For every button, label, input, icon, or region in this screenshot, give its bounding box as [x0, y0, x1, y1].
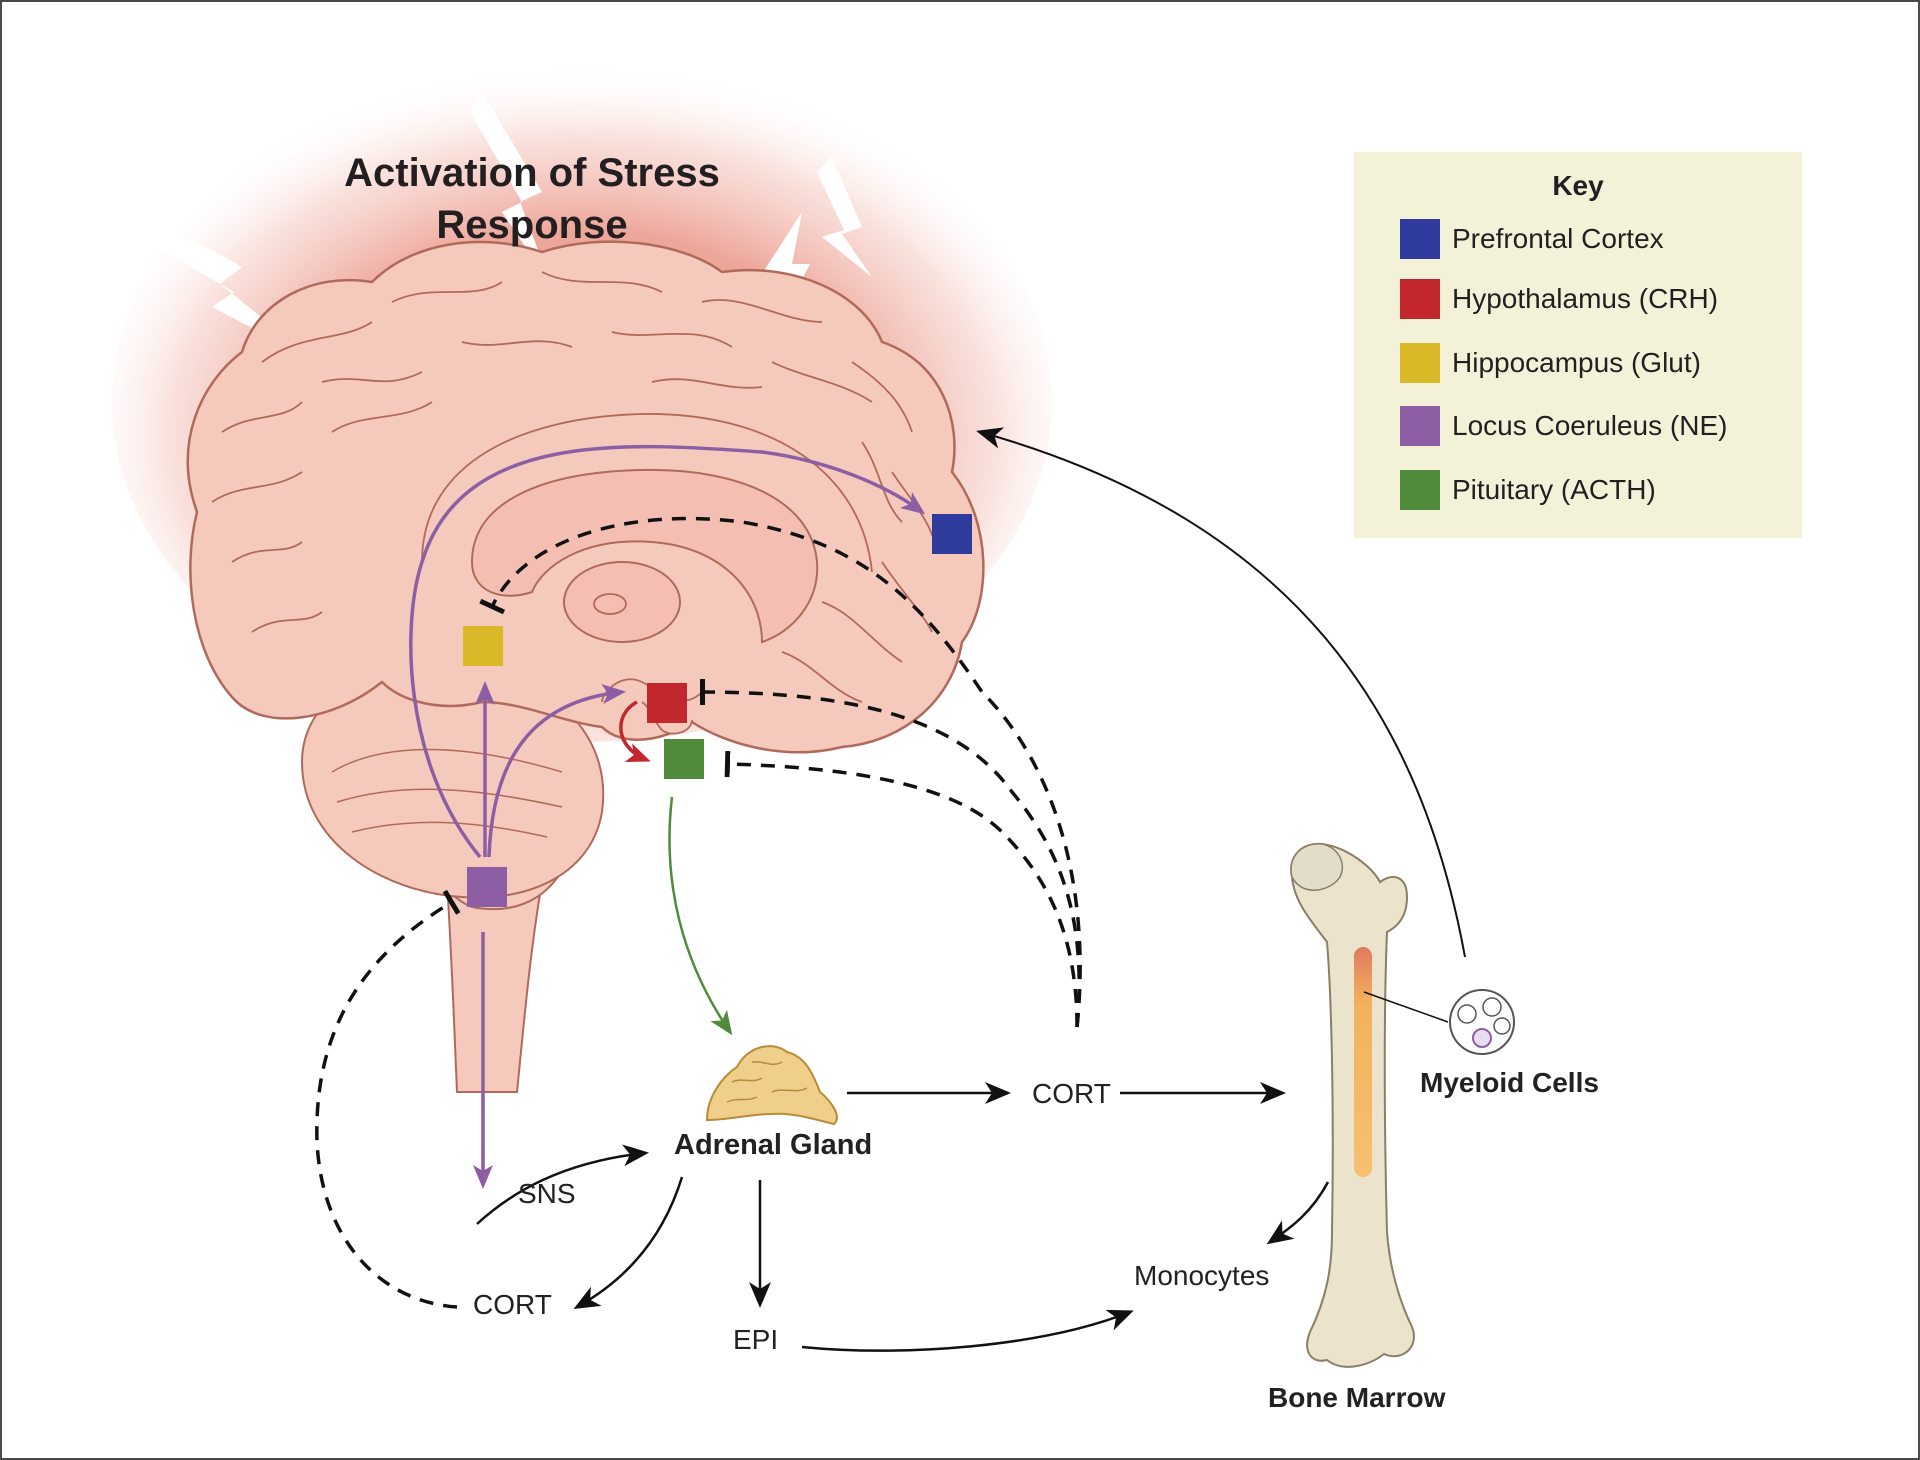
- brainstem: [445, 881, 544, 1093]
- fornix-loop: [593, 593, 627, 615]
- prefrontal-cortex-square: [932, 514, 972, 554]
- epi-to-monocytes-arrow: [801, 1309, 1134, 1352]
- cort-feedback-hippocampus: [479, 516, 1082, 1028]
- myeloid-cell-icon: [1493, 1017, 1511, 1035]
- lightning-bolt-icon: [470, 92, 552, 287]
- diagram-title: Activation of Stress Response: [344, 151, 720, 247]
- monocytes-label: Monocytes: [1134, 1260, 1270, 1291]
- cingulate-sulcus: [421, 413, 873, 573]
- legend-label: Pituitary (ACTH): [1452, 474, 1656, 505]
- sns-to-adrenal-arrow: [476, 1144, 649, 1225]
- epi-label: EPI: [733, 1324, 779, 1355]
- legend-swatch: [1400, 470, 1440, 510]
- cort-feedback-hypothalamus: [699, 678, 1081, 1028]
- bone-to-monocytes-arrow: [1266, 1181, 1330, 1245]
- legend-item-hippocampus: Hippocampus (Glut): [1400, 343, 1701, 383]
- adrenal-to-cort-left-arrow: [573, 1176, 684, 1309]
- femoral-head: [1290, 843, 1343, 891]
- lightning-bolt-icon: [152, 217, 317, 362]
- legend-swatch: [1400, 343, 1440, 383]
- legend-label: Locus Coeruleus (NE): [1452, 410, 1728, 441]
- legend-item-locus-coeruleus: Locus Coeruleus (NE): [1400, 406, 1727, 446]
- myeloid-cell-icon: [1482, 997, 1502, 1017]
- myeloid-cell-icon: [1457, 1004, 1477, 1024]
- legend-item-pituitary: Pituitary (ACTH): [1400, 470, 1656, 510]
- bone-marrow-label: Bone Marrow: [1268, 1382, 1446, 1413]
- legend-swatch: [1400, 279, 1440, 319]
- legend-title: Key: [1552, 170, 1604, 201]
- acth-to-adrenal-arrow: [668, 796, 733, 1036]
- adrenal-gland-shape: [705, 1045, 838, 1126]
- hippocampus-square: [463, 626, 503, 666]
- ne-to-prefrontal-arrow: [409, 444, 926, 859]
- legend-label: Hippocampus (Glut): [1452, 347, 1701, 378]
- lightning-bolt-icon: [762, 212, 810, 322]
- legend-label: Hypothalamus (CRH): [1452, 283, 1719, 314]
- pituitary-square: [664, 739, 704, 779]
- myeloid-cells-label: Myeloid Cells: [1420, 1067, 1599, 1098]
- legend-swatch: [1400, 406, 1440, 446]
- cort-feedback-locus-coeruleus: [315, 889, 461, 1309]
- legend-swatch: [1400, 219, 1440, 259]
- myeloid-cell-icon: [1472, 1028, 1492, 1048]
- sns-label: SNS: [518, 1178, 576, 1209]
- hypothalamus-square: [647, 683, 687, 723]
- corpus-callosum: [470, 468, 819, 644]
- cort-label-right: CORT: [1032, 1078, 1111, 1109]
- myeloid-pointer-line: [1363, 991, 1449, 1023]
- lightning-bolt-icon: [817, 157, 872, 277]
- legend-item-hypothalamus: Hypothalamus (CRH): [1400, 279, 1718, 319]
- locus-coeruleus-square: [467, 867, 507, 907]
- thalamus: [563, 561, 681, 643]
- marrow-cavity: [1354, 947, 1372, 1177]
- cort-feedback-pituitary: [724, 750, 1079, 1028]
- adrenal-gland-texture: [726, 1060, 808, 1103]
- legend-label: Prefrontal Cortex: [1452, 223, 1664, 254]
- cort-label-left: CORT: [473, 1289, 552, 1320]
- myeloid-to-brain-arrow: [976, 427, 1466, 958]
- legend-item-prefrontal-cortex: Prefrontal Cortex: [1400, 219, 1664, 259]
- legend: Key Prefrontal Cortex Hypothalamus (CRH)…: [1354, 152, 1802, 538]
- adrenal-gland-label: Adrenal Gland: [674, 1129, 873, 1161]
- ne-to-hypothalamus-arrow: [487, 684, 626, 858]
- femur-bone: [1290, 842, 1415, 1368]
- crh-to-pituitary-arrow: [619, 700, 651, 762]
